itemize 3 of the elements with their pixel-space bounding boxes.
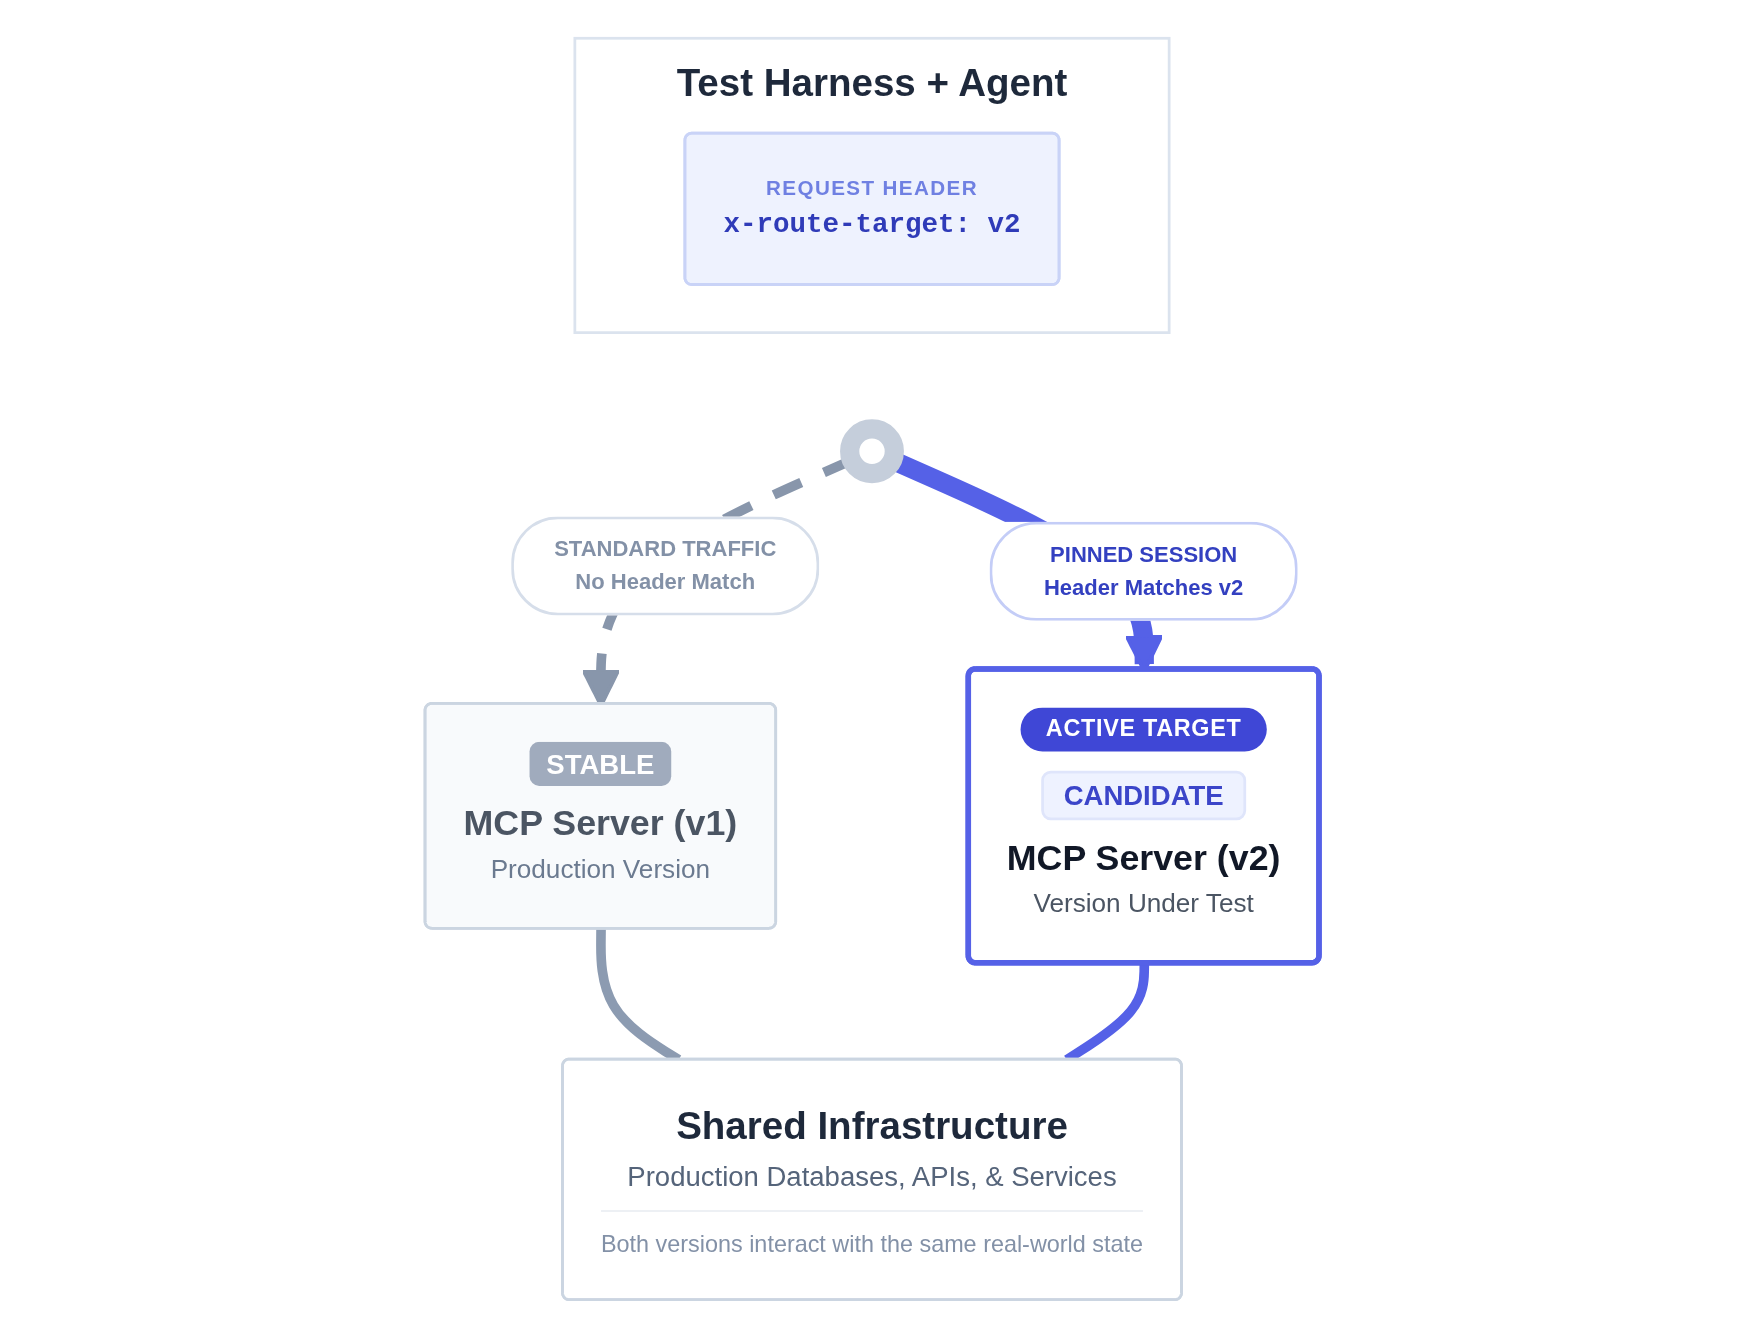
edge-label: STANDARD TRAFFIC No Header Match [554,537,777,594]
edge-label: PINNED SESSION Header Matches v2 [1043,542,1244,599]
node-circle [840,419,904,484]
